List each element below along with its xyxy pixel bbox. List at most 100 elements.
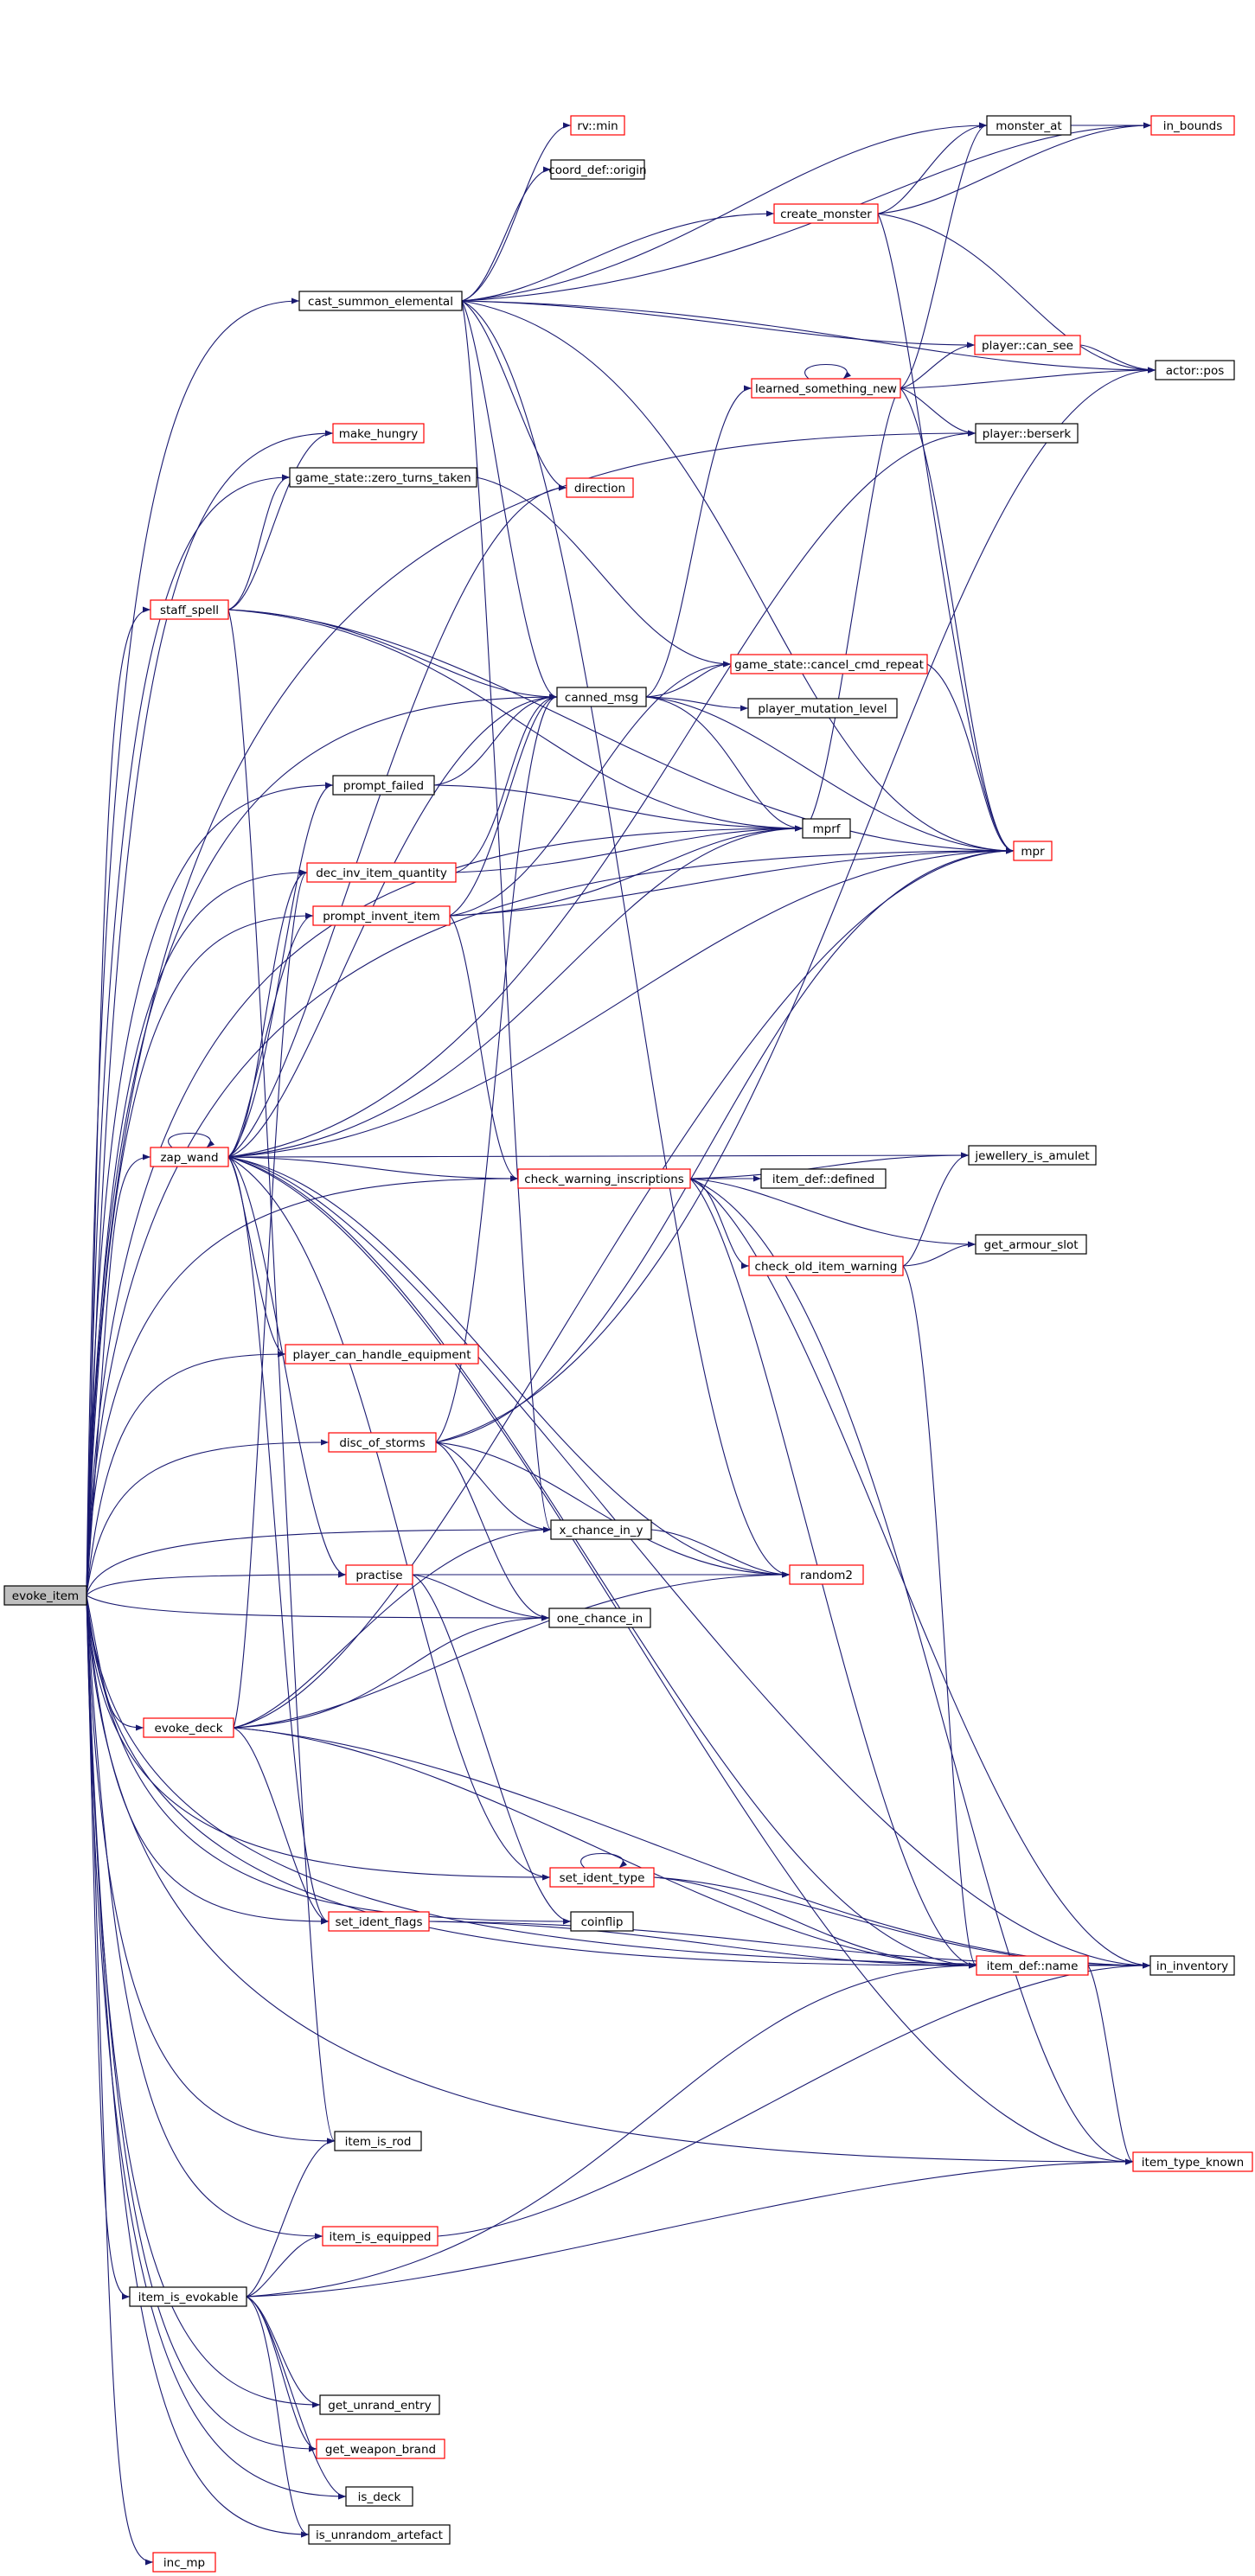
node-label: actor::pos	[1166, 364, 1225, 378]
node-in_inventory[interactable]: in_inventory	[1149, 1955, 1235, 1976]
node-zap_wand[interactable]: zap_wand	[150, 1147, 229, 1167]
node-mpr[interactable]: mpr	[1013, 841, 1053, 861]
node-zero_turns_taken[interactable]: game_state::zero_turns_taken	[289, 467, 477, 488]
node-check_old_item_warning[interactable]: check_old_item_warning	[748, 1256, 904, 1276]
node-box	[550, 1519, 652, 1540]
edge-create_monster-to-actor_pos	[877, 213, 1156, 374]
node-player_can_handle_equipment[interactable]: player_can_handle_equipment	[285, 1344, 479, 1365]
node-player_mutation_level[interactable]: player_mutation_level	[747, 698, 898, 719]
edge-evoke_deck-to-random2	[233, 1571, 791, 1729]
edge-evoke_item-to-x_chance_in_y	[86, 1526, 552, 1596]
node-set_ident_flags[interactable]: set_ident_flags	[328, 1911, 430, 1932]
node-get_armour_slot[interactable]: get_armour_slot	[975, 1234, 1087, 1255]
node-rv_min[interactable]: rv::min	[570, 115, 625, 136]
node-jewellery_is_amulet[interactable]: jewellery_is_amulet	[968, 1145, 1097, 1166]
node-get_unrand_entry[interactable]: get_unrand_entry	[319, 2394, 440, 2415]
node-label: coinflip	[581, 1915, 624, 1929]
node-is_unrandom_artefact[interactable]: is_unrandom_artefact	[308, 2524, 451, 2545]
edge-evoke_item-to-one_chance_in	[86, 1595, 550, 1621]
node-box	[968, 1145, 1097, 1166]
edge-evoke_item-to-cast_summon_elemental	[86, 297, 300, 1596]
edge-evoke_item-to-is_deck	[86, 1595, 347, 2500]
edge-cast_summon_elemental-to-create_monster	[461, 210, 775, 302]
node-canned_msg[interactable]: canned_msg	[556, 687, 647, 707]
node-box	[549, 1867, 655, 1888]
node-is_deck[interactable]: is_deck	[345, 2486, 413, 2507]
node-item_is_rod[interactable]: item_is_rod	[334, 2131, 422, 2151]
node-cast_summon_elemental[interactable]: cast_summon_elemental	[298, 291, 463, 311]
edge-practise-to-coinflip	[412, 1574, 572, 1925]
edge-evoke_deck-to-mpr	[233, 847, 1015, 1729]
node-actor_pos[interactable]: actor::pos	[1155, 360, 1235, 380]
node-box	[730, 654, 928, 674]
node-player_can_see[interactable]: player::can_see	[974, 335, 1081, 355]
node-label: disc_of_storms	[339, 1436, 425, 1450]
node-item_def_name[interactable]: item_def::name	[976, 1955, 1089, 1976]
edge-prompt_invent_item-to-mprf	[449, 825, 804, 917]
node-make_hungry[interactable]: make_hungry	[332, 423, 425, 444]
node-box	[975, 1234, 1087, 1255]
edge-zap_wand-to-check_warning_inscriptions	[227, 1156, 519, 1182]
node-x_chance_in_y[interactable]: x_chance_in_y	[550, 1519, 652, 1540]
edge-item_is_evokable-to-is_deck	[246, 2296, 347, 2500]
node-evoke_deck[interactable]: evoke_deck	[143, 1717, 234, 1738]
node-random2[interactable]: random2	[789, 1564, 864, 1585]
node-label: is_deck	[358, 2490, 401, 2504]
node-direction[interactable]: direction	[566, 477, 634, 498]
edge-disc_of_storms-to-canned_msg	[435, 694, 558, 1443]
edge-cast_summon_elemental-to-rv_min	[461, 122, 572, 302]
node-create_monster[interactable]: create_monster	[773, 203, 879, 224]
edge-item_is_evokable-to-is_unrandom_artefact	[246, 2296, 310, 2538]
node-label: zap_wand	[160, 1151, 218, 1165]
node-item_is_evokable[interactable]: item_is_evokable	[129, 2286, 247, 2307]
node-check_warning_inscriptions[interactable]: check_warning_inscriptions	[517, 1168, 691, 1189]
edge-item_def_name-to-item_type_known	[1087, 1965, 1134, 2165]
node-box	[306, 862, 457, 883]
node-box	[143, 1717, 234, 1738]
edge-evoke_item-to-disc_of_storms	[86, 1439, 330, 1596]
edge-check_warning_inscriptions-to-jewellery_is_amulet	[689, 1152, 970, 1179]
node-set_ident_type[interactable]: set_ident_type	[549, 1867, 655, 1888]
node-label: coord_def::origin	[548, 163, 646, 177]
node-box	[319, 2394, 440, 2415]
node-staff_spell[interactable]: staff_spell	[150, 599, 229, 620]
node-coord_def_origin[interactable]: coord_def::origin	[548, 159, 647, 180]
node-item_is_equipped[interactable]: item_is_equipped	[322, 2226, 439, 2247]
edge-check_warning_inscriptions-to-get_armour_slot	[689, 1178, 976, 1248]
edge-evoke_item-to-item_type_known	[86, 1595, 1134, 2165]
node-item_def_defined[interactable]: item_def::defined	[760, 1168, 887, 1189]
node-practise[interactable]: practise	[345, 1564, 413, 1585]
edge-evoke_item-to-prompt_invent_item	[86, 912, 314, 1596]
node-dec_inv_item_quantity[interactable]: dec_inv_item_quantity	[306, 862, 457, 883]
edge-learned_something_new-to-actor_pos	[900, 367, 1156, 389]
node-learned_something_new[interactable]: learned_something_new	[751, 378, 901, 399]
edge-cast_summon_elemental-to-actor_pos	[461, 300, 1156, 374]
node-one_chance_in[interactable]: one_chance_in	[548, 1608, 651, 1628]
edge-set_ident_type-to-item_def_name	[653, 1876, 977, 1969]
node-label: game_state::zero_turns_taken	[295, 471, 471, 485]
node-get_weapon_brand[interactable]: get_weapon_brand	[316, 2439, 445, 2459]
node-prompt_invent_item[interactable]: prompt_invent_item	[312, 905, 451, 926]
node-box	[986, 115, 1072, 136]
node-player_berserk[interactable]: player::berserk	[975, 423, 1079, 444]
edge-practise-to-one_chance_in	[412, 1574, 550, 1621]
node-label: item_is_equipped	[330, 2230, 432, 2244]
node-label: prompt_invent_item	[323, 910, 440, 924]
node-inc_mp[interactable]: inc_mp	[152, 2552, 216, 2573]
node-mprf[interactable]: mprf	[802, 818, 851, 839]
node-in_bounds[interactable]: in_bounds	[1150, 115, 1235, 136]
node-cancel_cmd_repeat[interactable]: game_state::cancel_cmd_repeat	[730, 654, 928, 674]
node-monster_at[interactable]: monster_at	[986, 115, 1072, 136]
node-label: practise	[355, 1569, 402, 1582]
node-prompt_failed[interactable]: prompt_failed	[332, 775, 435, 796]
edge-zap_wand-to-canned_msg	[227, 694, 558, 1158]
node-label: evoke_item	[12, 1589, 79, 1603]
node-disc_of_storms[interactable]: disc_of_storms	[328, 1432, 437, 1453]
node-coinflip[interactable]: coinflip	[570, 1911, 634, 1932]
edge-cast_summon_elemental-to-direction	[461, 300, 567, 491]
node-box	[556, 687, 647, 707]
edge-canned_msg-to-mpr	[645, 696, 1015, 854]
node-item_type_known[interactable]: item_type_known	[1132, 2151, 1253, 2172]
node-evoke_item[interactable]: evoke_item	[3, 1585, 87, 1606]
node-label: inc_mp	[163, 2556, 205, 2570]
